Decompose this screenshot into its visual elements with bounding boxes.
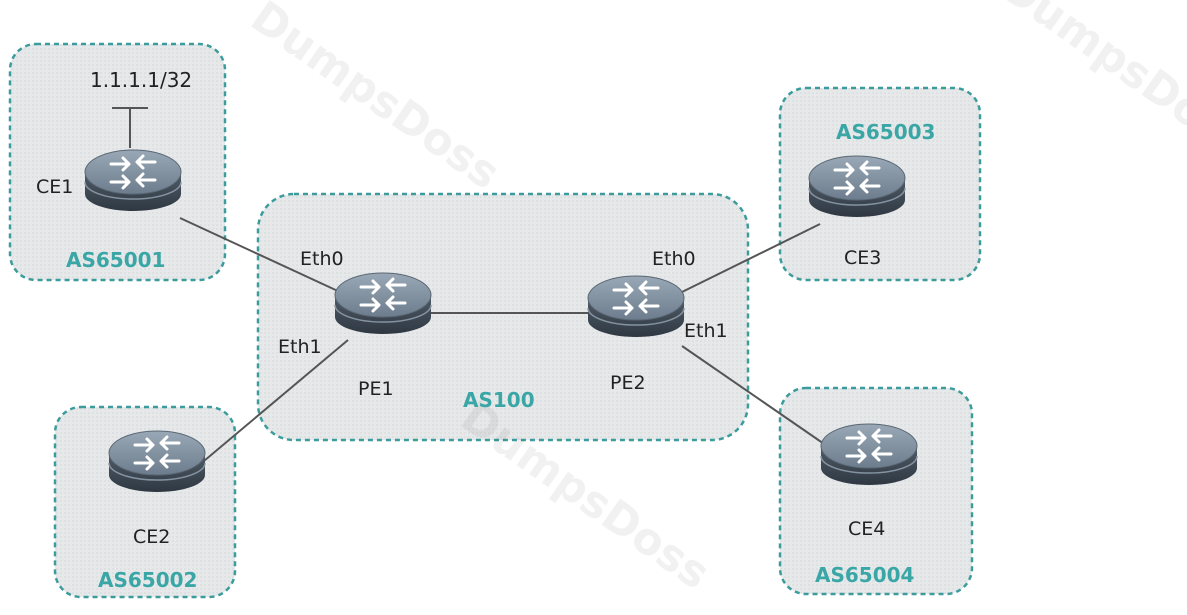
router-icon <box>107 429 207 494</box>
router-icon <box>586 274 686 339</box>
router-label-ce2: CE2 <box>133 526 171 548</box>
loopback-address: 1.1.1.1/32 <box>90 68 193 92</box>
router-icon <box>819 422 919 487</box>
link-pe2-ce3 <box>681 223 821 293</box>
as-label-as65004: AS65004 <box>815 563 915 587</box>
interface-label-pe1-eth0: Eth0 <box>300 248 344 270</box>
link-ce2-pe1 <box>197 339 349 467</box>
interface-label-pe2-eth0: Eth0 <box>652 248 696 270</box>
link-pe2-ce4 <box>681 345 831 449</box>
router-icon <box>333 271 433 336</box>
as-label-as65002: AS65002 <box>98 568 198 592</box>
link-ce1-pe1 <box>179 217 341 293</box>
router-icon <box>83 148 183 213</box>
as-label-as100: AS100 <box>463 388 535 412</box>
router-label-ce1: CE1 <box>36 176 74 198</box>
as-label-as65003: AS65003 <box>836 120 936 144</box>
router-label-ce3: CE3 <box>844 247 882 269</box>
area-as100 <box>256 192 750 442</box>
router-label-ce4: CE4 <box>848 518 886 540</box>
router-label-pe2: PE2 <box>610 372 646 394</box>
interface-label-pe2-eth1: Eth1 <box>684 320 728 342</box>
as-label-as65001: AS65001 <box>66 248 166 272</box>
router-icon <box>807 154 907 219</box>
router-label-pe1: PE1 <box>358 378 394 400</box>
interface-label-pe1-eth1: Eth1 <box>278 336 322 358</box>
